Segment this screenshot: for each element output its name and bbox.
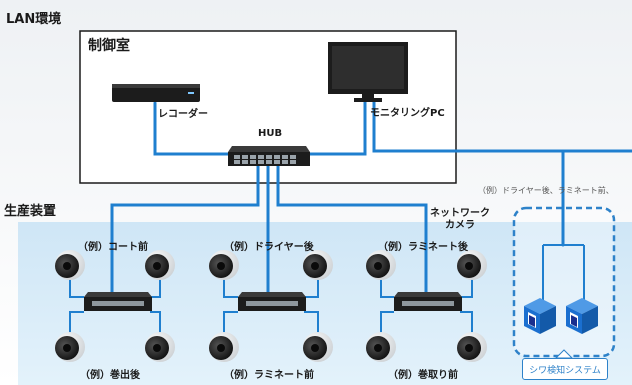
network-cables xyxy=(110,98,632,299)
inspection-example-note: （例）ドライヤー後、ラミネート前、 xyxy=(478,186,614,195)
network-camera-label: ネットワーク カメラ xyxy=(430,208,490,231)
group-bottom-label-1: （例）巻出後 xyxy=(80,370,140,381)
group-top-label-2: （例）ドライヤー後 xyxy=(224,242,314,253)
camera xyxy=(303,250,333,280)
camera xyxy=(457,250,487,280)
group-bottom-label-3: （例）巻取り前 xyxy=(388,370,458,381)
switch-group-2 xyxy=(238,292,306,311)
production-title: 生産装置 xyxy=(4,204,57,219)
monitoring-pc-label: モニタリングPC xyxy=(370,108,445,119)
inspection-system-label: シワ検知システム xyxy=(522,358,608,380)
inspection-camera-right xyxy=(566,298,598,334)
switch-group-1 xyxy=(84,292,152,311)
camera xyxy=(55,250,85,280)
main-hub-device xyxy=(228,146,310,166)
group-top-label-3: （例）ラミネート後 xyxy=(378,242,468,253)
hub-label: HUB xyxy=(258,128,283,139)
control-room-title: 制御室 xyxy=(88,38,130,54)
inspection-camera-left xyxy=(524,298,556,334)
camera xyxy=(366,250,396,280)
camera xyxy=(145,332,175,362)
monitoring-pc xyxy=(328,42,408,102)
lan-title: LAN環境 xyxy=(6,12,62,27)
camera xyxy=(366,332,396,362)
camera xyxy=(303,332,333,362)
camera xyxy=(145,250,175,280)
group-bottom-label-2: （例）ラミネート前 xyxy=(224,370,314,381)
network-cameras xyxy=(55,250,487,362)
switch-group-3 xyxy=(394,292,462,311)
camera xyxy=(209,332,239,362)
recorder-label: レコーダー xyxy=(158,109,208,120)
recorder-device xyxy=(112,84,200,102)
camera xyxy=(457,332,487,362)
camera xyxy=(55,332,85,362)
group-top-label-1: （例）コート前 xyxy=(78,242,148,253)
camera xyxy=(209,250,239,280)
